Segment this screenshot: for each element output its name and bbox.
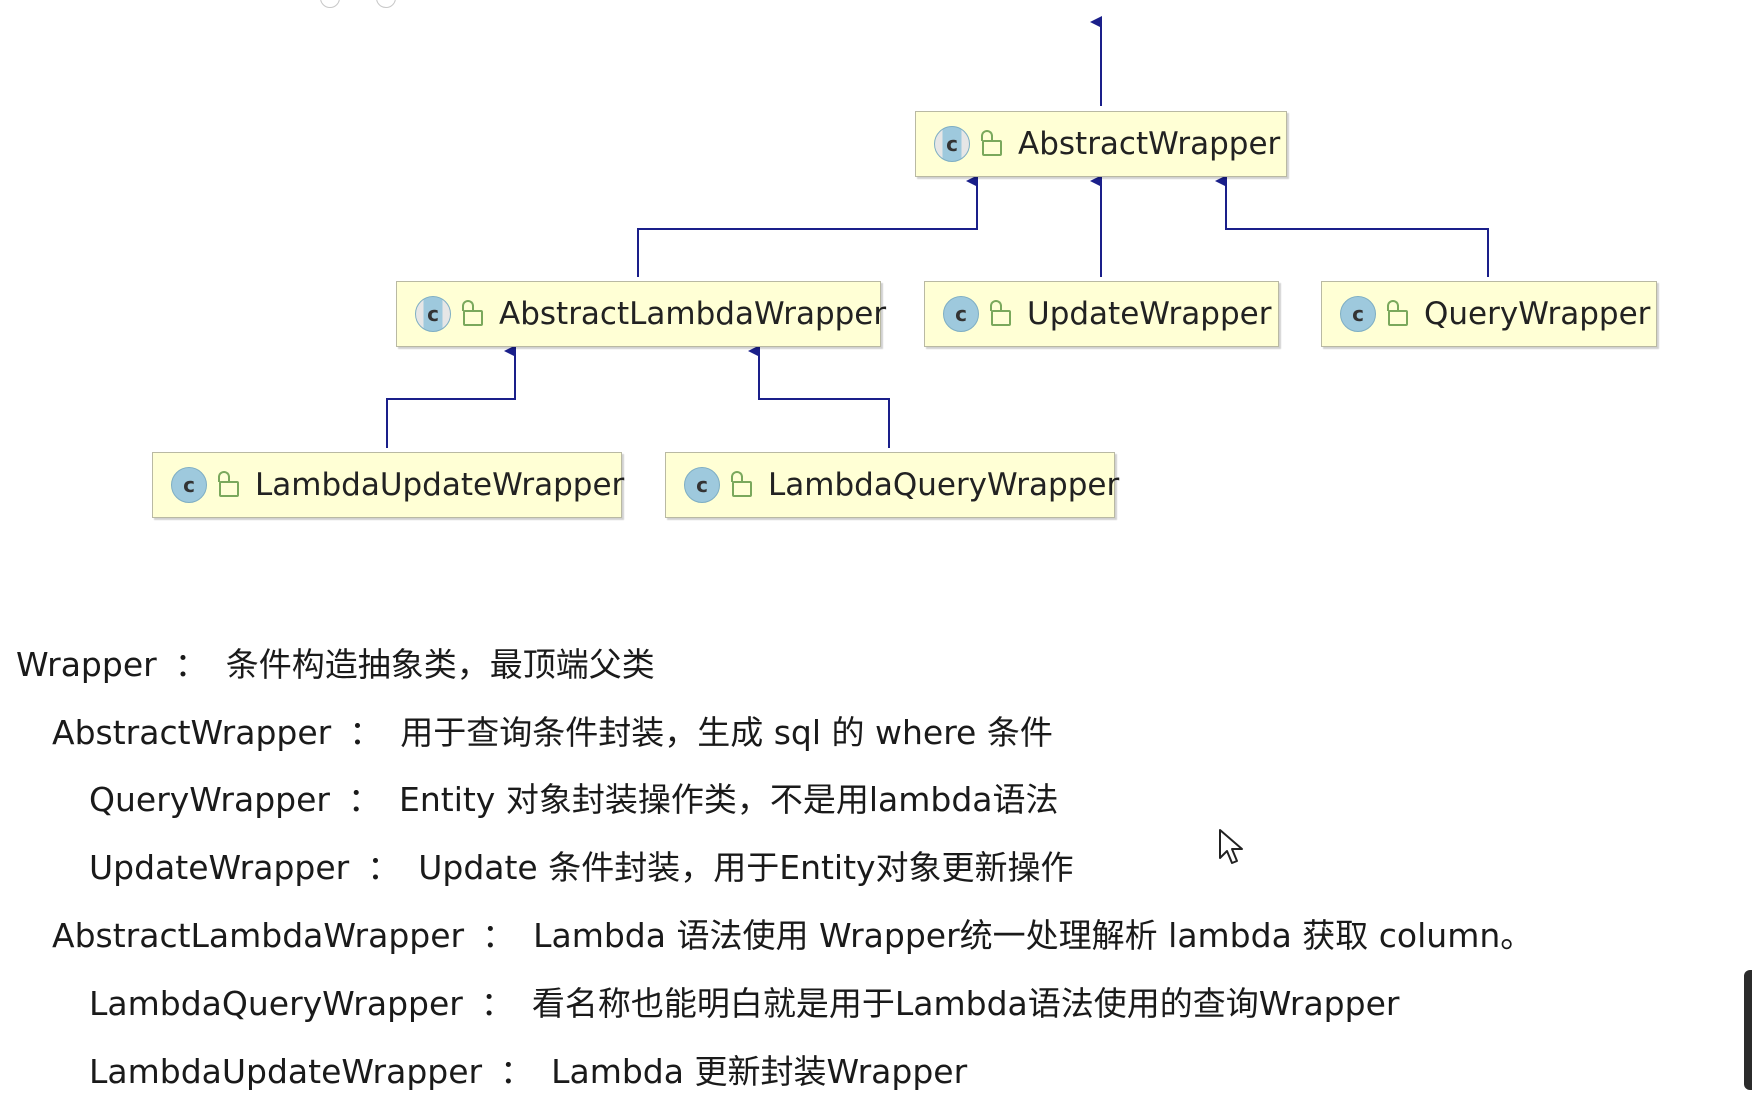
node-update-wrapper[interactable]: c UpdateWrapper — [924, 281, 1279, 347]
desc-text: Update 条件封装，用于Entity对象更新操作 — [418, 848, 1074, 887]
class-icon: c — [171, 467, 207, 503]
desc-separator: ： — [174, 645, 208, 684]
node-lambda-query-wrapper[interactable]: c LambdaQueryWrapper — [665, 452, 1119, 518]
node-abstract-wrapper[interactable]: c AbstractWrapper — [915, 111, 1287, 177]
desc-term: LambdaQueryWrapper — [89, 984, 463, 1023]
desc-term: LambdaUpdateWrapper — [89, 1052, 483, 1091]
desc-separator: ： — [480, 984, 514, 1023]
desc-abstract-lambda-wrapper: AbstractLambdaWrapper ： Lambda 语法使用 Wrappe… — [52, 916, 1533, 956]
desc-term: AbstractLambdaWrapper — [52, 916, 465, 955]
desc-separator: ： — [482, 916, 516, 955]
desc-separator: ： — [500, 1052, 534, 1091]
desc-abstract-wrapper: AbstractWrapper ： 用于查询条件封装，生成 sql 的 where … — [52, 713, 1053, 753]
desc-separator: ： — [367, 848, 401, 887]
desc-wrapper: Wrapper ： 条件构造抽象类，最顶端父类 — [16, 645, 655, 685]
class-icon: c — [943, 296, 979, 332]
node-label: AbstractLambdaWrapper — [499, 296, 887, 332]
edge-scroll-handle[interactable] — [1744, 970, 1752, 1090]
desc-text: 用于查询条件封装，生成 sql 的 where 条件 — [400, 713, 1053, 752]
lock-icon — [218, 471, 239, 497]
inheritance-edges — [386, 16, 1489, 448]
lock-icon — [731, 471, 752, 497]
class-icon: c — [934, 126, 970, 162]
node-label: QueryWrapper — [1424, 296, 1651, 332]
desc-term: UpdateWrapper — [89, 848, 350, 887]
desc-text: 条件构造抽象类，最顶端父类 — [225, 645, 655, 684]
desc-update-wrapper: UpdateWrapper ： Update 条件封装，用于Entity对象更新操作 — [89, 848, 1074, 888]
desc-text: Lambda 更新封装Wrapper — [551, 1052, 968, 1091]
edge-query-to-abstract — [1215, 175, 1489, 277]
node-label: LambdaQueryWrapper — [768, 467, 1120, 503]
lock-icon — [1387, 300, 1408, 326]
desc-term: QueryWrapper — [89, 780, 330, 819]
desc-separator: ： — [349, 713, 383, 752]
class-icon: c — [684, 467, 720, 503]
node-abstract-lambda-wrapper[interactable]: c AbstractLambdaWrapper — [396, 281, 886, 347]
desc-text: 看名称也能明白就是用于Lambda语法使用的查询Wrapper — [531, 984, 1400, 1023]
node-query-wrapper[interactable]: c QueryWrapper — [1321, 281, 1657, 347]
lock-icon — [981, 130, 1002, 156]
desc-term: AbstractWrapper — [52, 713, 332, 752]
class-icon: c — [415, 296, 451, 332]
desc-query-wrapper: QueryWrapper ： Entity 对象封装操作类，不是用lambda语法 — [89, 780, 1058, 820]
edge-lambdaupdate-to-abstractlambda — [386, 345, 516, 448]
node-label: LambdaUpdateWrapper — [255, 467, 625, 503]
node-label: UpdateWrapper — [1027, 296, 1272, 332]
edge-abstractlambda-to-abstract — [637, 175, 978, 277]
node-label: AbstractWrapper — [1018, 126, 1281, 162]
desc-term: Wrapper — [16, 645, 157, 684]
desc-lambda-query-wrapper: LambdaQueryWrapper ： 看名称也能明白就是用于Lambda语法使用… — [89, 984, 1399, 1024]
cropped-toolbar-strip — [0, 0, 420, 10]
desc-text: Entity 对象封装操作类，不是用lambda语法 — [399, 780, 1059, 819]
desc-separator: ： — [348, 780, 381, 819]
edge-lambdaquery-to-abstractlambda — [748, 345, 890, 448]
desc-text: Lambda 语法使用 Wrapper统一处理解析 lambda 获取 colu… — [533, 916, 1534, 955]
lock-icon — [990, 300, 1011, 326]
desc-lambda-update-wrapper: LambdaUpdateWrapper ： Lambda 更新封装Wrapper — [89, 1052, 967, 1092]
node-lambda-update-wrapper[interactable]: c LambdaUpdateWrapper — [152, 452, 625, 518]
class-icon: c — [1340, 296, 1376, 332]
mouse-pointer-icon — [1219, 829, 1243, 864]
lock-icon — [462, 300, 483, 326]
